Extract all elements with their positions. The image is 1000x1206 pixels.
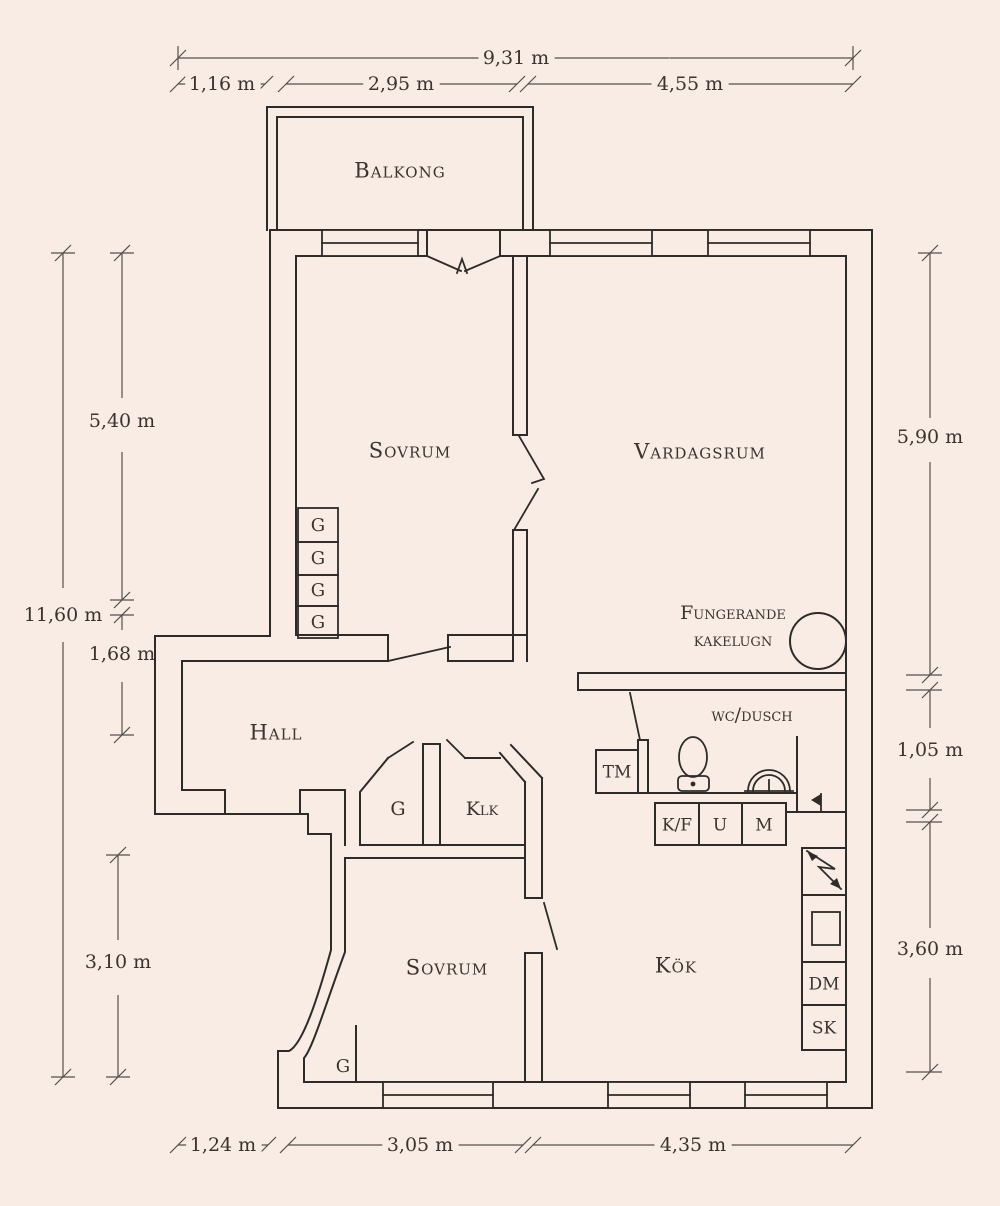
closet-divider-wall — [422, 743, 441, 846]
washing-machine-label: TM — [603, 763, 632, 783]
microwave-label: M — [755, 816, 772, 836]
entry-door-jambs — [224, 789, 301, 815]
wardrobe-label: G — [311, 515, 325, 536]
balcony-wall-outer — [266, 106, 534, 231]
room-label-klk: Klk — [466, 798, 499, 820]
cabinet-label: SK — [812, 1019, 837, 1039]
dim-left-2: 1,68 m — [89, 643, 155, 665]
washing-machine-box — [595, 749, 639, 794]
sink-icon — [744, 769, 794, 792]
room-label-bedroom2: Sovrum — [406, 956, 489, 980]
toilet-icon — [677, 736, 710, 792]
room-label-closet: G — [390, 798, 405, 820]
room-label-kitchen: Kök — [655, 954, 697, 978]
bedroom2-kitchen-wall-lower — [524, 952, 543, 1083]
labels: Balkong Sovrum Vardagsrum Hall Sovrum Kö… — [249, 159, 839, 1078]
dim-right-1: 5,90 m — [897, 426, 963, 448]
bedroom1-livingroom-wall-upper — [512, 255, 528, 436]
kitchen-sink-basin — [811, 911, 841, 946]
walls — [154, 106, 873, 1109]
klk-chamfer-wall — [498, 743, 544, 784]
dishwasher-label: DM — [808, 975, 839, 995]
tiled-stove-icon — [789, 612, 847, 670]
wardrobe-label: G — [311, 612, 325, 633]
bedroom2-door-leaf — [542, 901, 559, 951]
wardrobe-label: G — [311, 548, 325, 569]
stove-note-2: kakelugn — [694, 629, 772, 651]
g-closet-wall — [359, 756, 390, 846]
livingroom-bottom-wall — [577, 672, 847, 691]
bedroom1-door-leaf — [386, 645, 452, 663]
double-door-leaves — [512, 434, 546, 532]
dim-bottom-1: 1,24 m — [190, 1134, 256, 1156]
dim-top-1: 1,16 m — [189, 73, 255, 95]
balcony-door-opening — [429, 248, 499, 262]
balcony-door-jambs — [426, 229, 501, 257]
fridge-freezer-label: K/F — [662, 816, 692, 836]
bedroom1-door-jambs — [387, 634, 449, 662]
dim-left-1: 5,40 m — [89, 410, 155, 432]
dim-top-total: 9,31 m — [483, 47, 549, 69]
dim-left-total: 11,60 m — [24, 604, 102, 626]
dim-right-2: 1,05 m — [897, 739, 963, 761]
fixtures — [297, 507, 847, 1051]
dimension-annotations: 9,31 m 1,16 m 2,95 m 4,55 m 11,60 m 5,40… — [18, 41, 969, 1162]
room-label-balcony: Balkong — [354, 159, 445, 183]
dim-left-3: 3,10 m — [85, 951, 151, 973]
exterior-wall-inner-curve — [303, 857, 346, 1083]
flag-marker-icon — [811, 793, 822, 813]
room-label-livingroom: Vardagsrum — [633, 440, 766, 464]
wardrobe-label: G — [311, 580, 325, 601]
bedroom2-kitchen-wall-upper — [524, 777, 543, 899]
bedroom2-top-wall — [344, 844, 526, 859]
oven-label: U — [713, 816, 727, 836]
room-label-bedroom1: Sovrum — [369, 439, 452, 463]
g-closet-door-leaf — [386, 740, 415, 760]
dim-bottom-2: 3,05 m — [387, 1134, 453, 1156]
microwave-box — [741, 802, 787, 846]
dim-bottom-3: 4,35 m — [660, 1134, 726, 1156]
stove-lightning-icon — [805, 849, 843, 891]
balcony-wall-inner — [276, 116, 524, 231]
exterior-wall-outer — [154, 229, 873, 1109]
cabinet-box — [801, 1004, 847, 1051]
wardrobe-label-corner: G — [336, 1056, 350, 1077]
wc-wall-stub — [637, 739, 649, 794]
stove-note-1: Fungerande — [680, 602, 786, 624]
klk-door-leaf — [445, 738, 467, 760]
balcony-door-leaves — [425, 254, 502, 275]
room-label-hall: Hall — [249, 721, 302, 745]
room-label-wc: wc/dusch — [711, 704, 792, 726]
dim-top-3: 4,55 m — [657, 73, 723, 95]
openings — [321, 229, 828, 1109]
wardrobe-box — [297, 605, 339, 639]
dim-top-2: 2,95 m — [368, 73, 434, 95]
wc-door-leaf — [628, 691, 642, 742]
bedroom1-livingroom-wall-lower — [512, 529, 528, 662]
dim-right-3: 3,60 m — [897, 938, 963, 960]
